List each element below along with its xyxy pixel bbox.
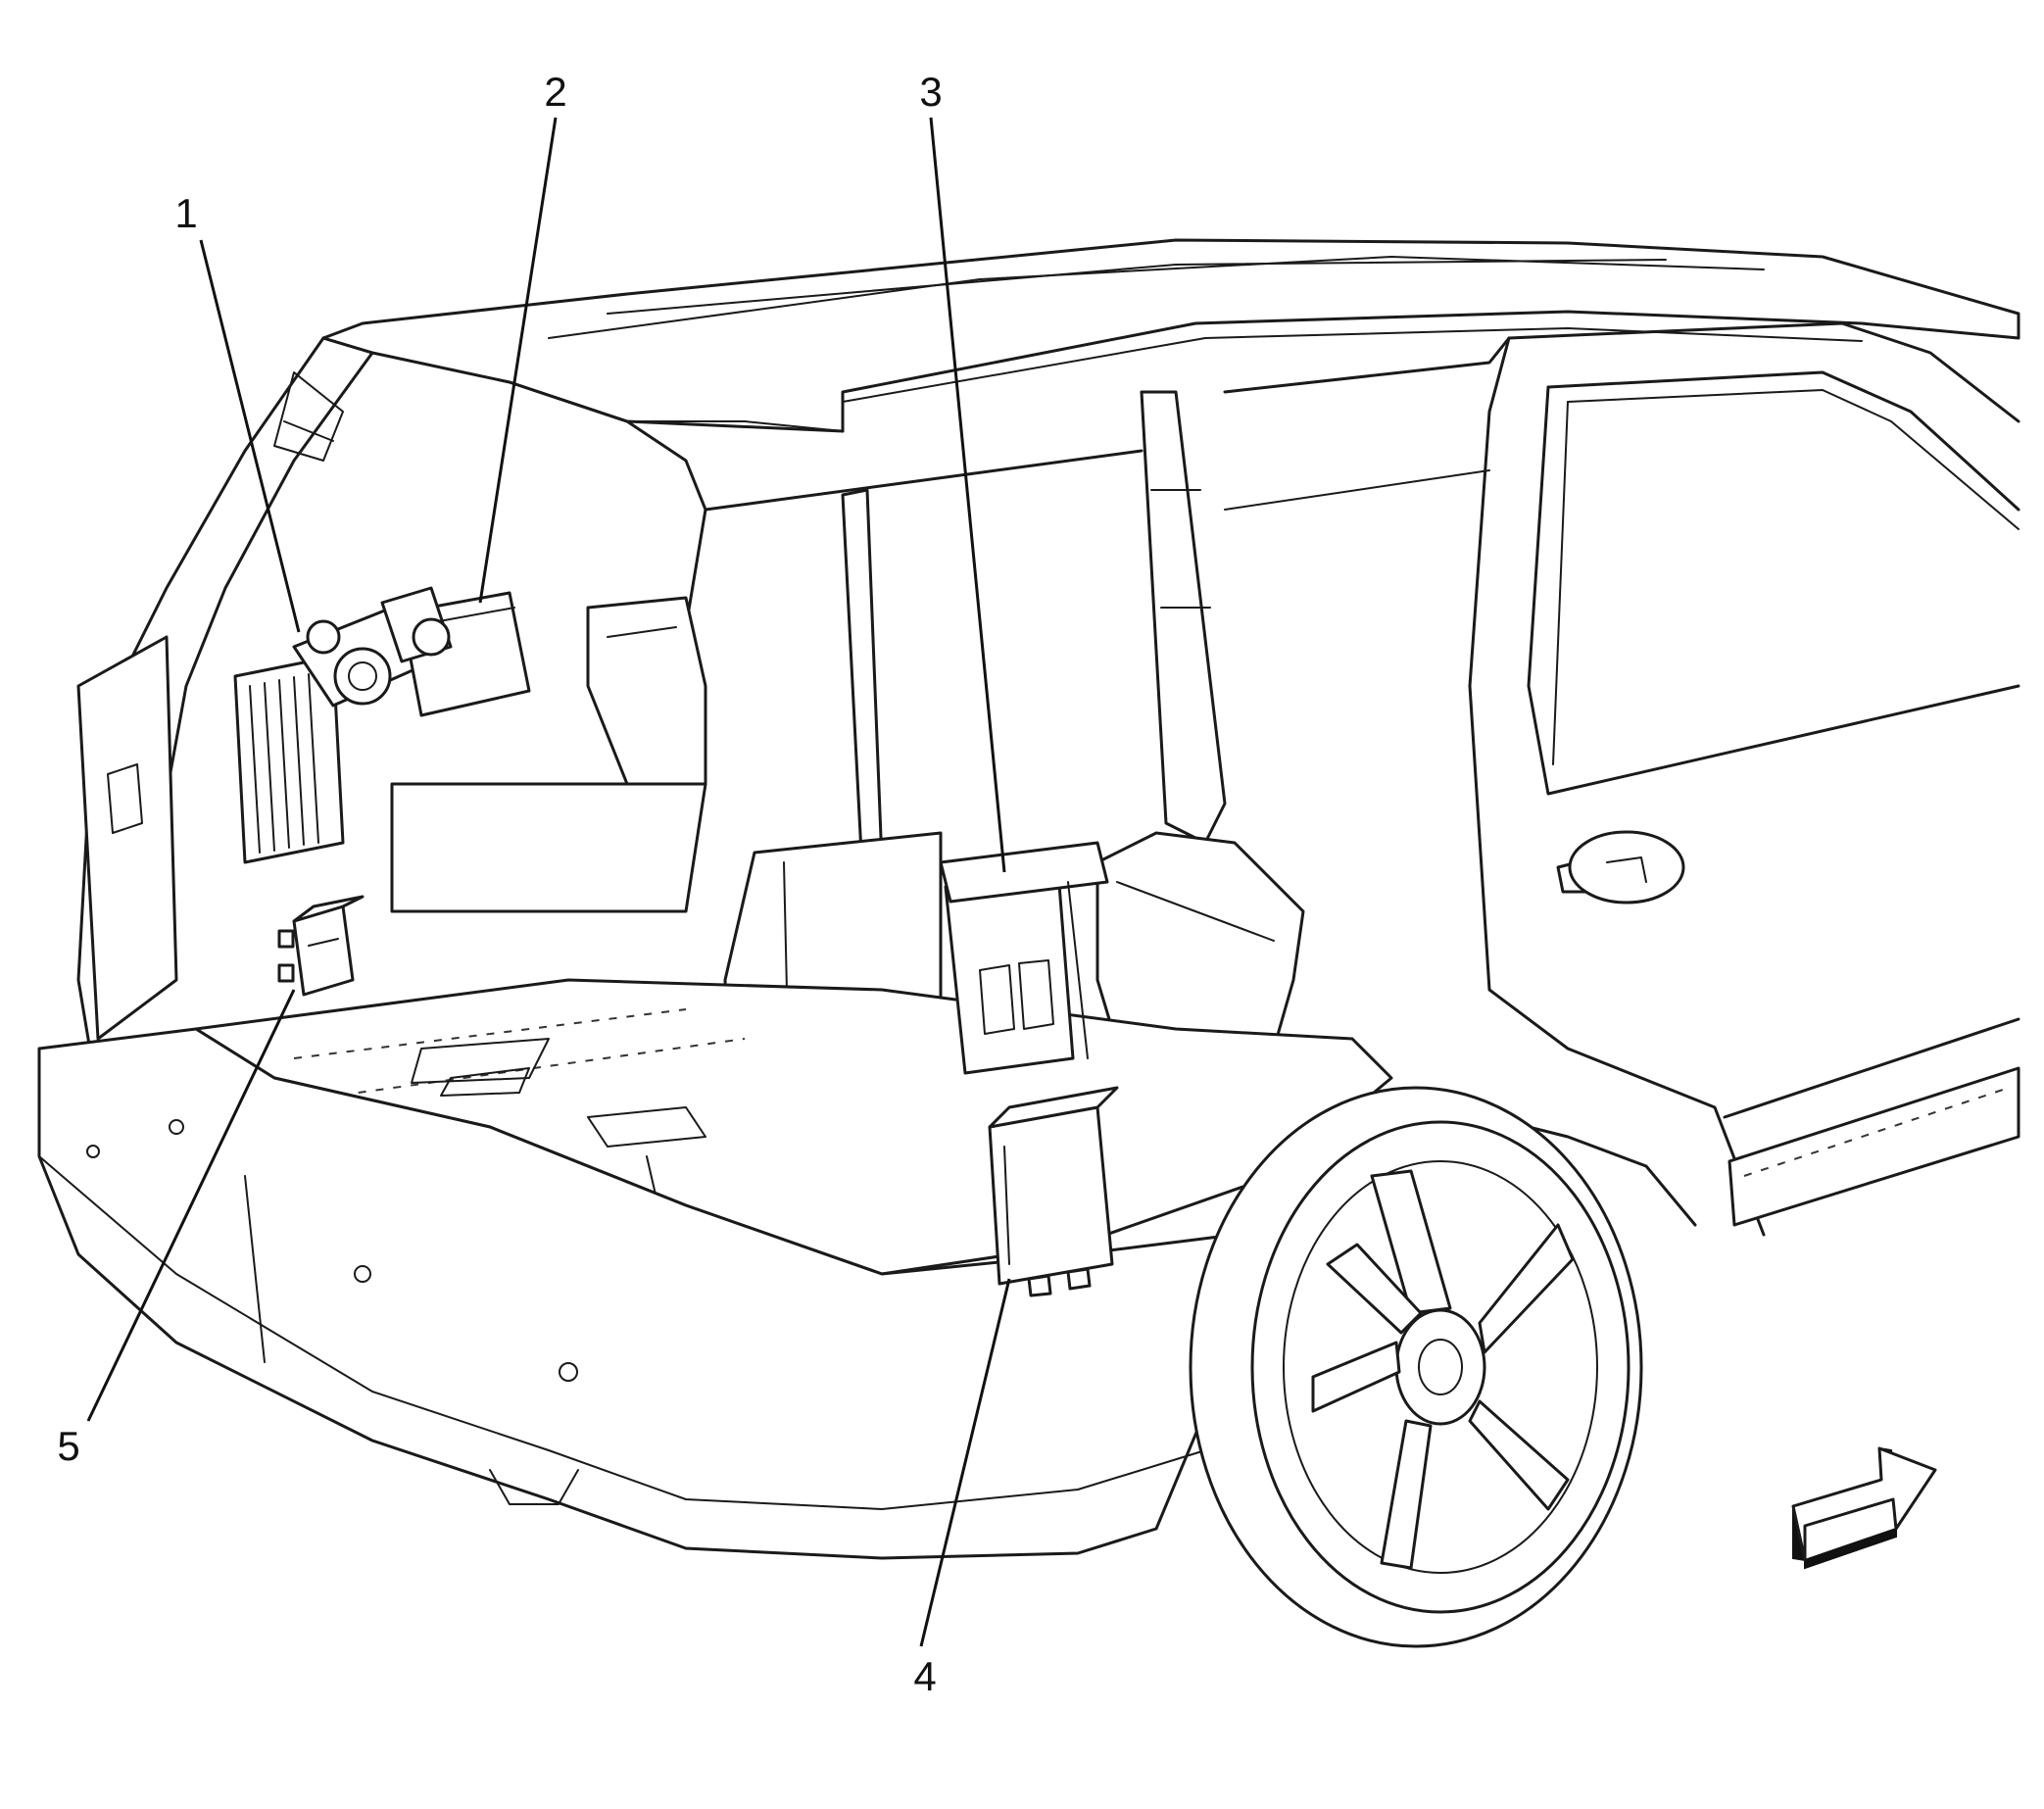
callout-label-4: 4: [913, 1653, 936, 1699]
callout-leaders: [86, 117, 1011, 1647]
callout-label-2: 2: [544, 69, 566, 115]
vehicle-body: [37, 238, 2020, 1560]
component-1-amplifier: [233, 606, 423, 864]
callout-label-1: 1: [174, 190, 197, 236]
leader-line-5: [86, 989, 296, 1422]
callout-label-3: 3: [919, 69, 942, 115]
component-5-module: [277, 895, 365, 997]
leader-line-4: [919, 1278, 1011, 1647]
leader-line-3: [929, 117, 1006, 873]
component-2-module: [380, 586, 531, 717]
component-3-module: [939, 841, 1109, 1075]
component-4-module: [988, 1086, 1119, 1297]
leader-line-1: [199, 239, 301, 633]
rear-wheel: [1189, 1086, 1643, 1648]
leader-line-2: [478, 117, 558, 604]
callout-label-5: 5: [57, 1423, 79, 1469]
forward-arrow-icon: [1791, 1446, 1937, 1570]
callout-labels: 1 2 3 4 5: [57, 69, 942, 1699]
